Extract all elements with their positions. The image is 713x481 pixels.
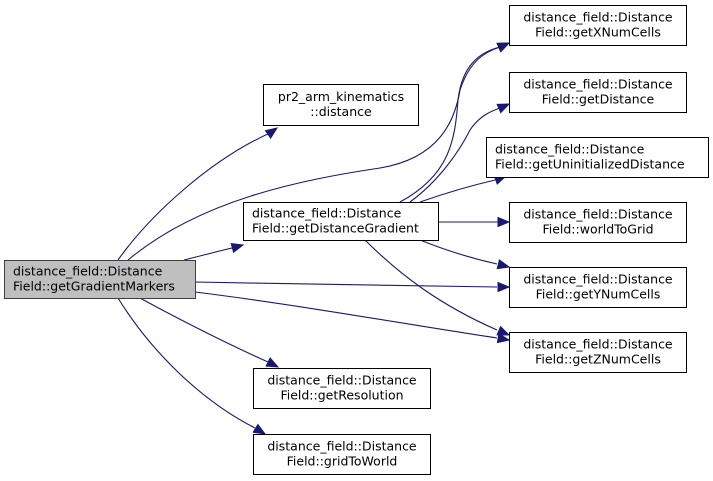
node-label-line: Field::getResolution <box>280 388 403 403</box>
node-box[interactable] <box>509 5 687 46</box>
node-label-line: distance_field::Distance <box>13 264 163 279</box>
node-getResolution[interactable]: distance_field::DistanceField::getResolu… <box>253 368 431 409</box>
node-pr2Distance[interactable]: pr2_arm_kinematics::distance <box>263 84 419 126</box>
node-label-line: Field::getDistance <box>542 92 655 107</box>
edge-line <box>409 107 501 203</box>
node-label-line: pr2_arm_kinematics <box>278 89 404 104</box>
edge-line <box>127 46 501 261</box>
arrowhead-icon <box>496 259 511 270</box>
edge-getGradientMarkers-to-getYNumCells <box>194 281 511 293</box>
node-label-line: distance_field::Distance <box>523 272 673 287</box>
edge-line <box>194 291 498 339</box>
arrowhead-icon <box>496 103 511 114</box>
node-label-line: distance_field::Distance <box>523 207 673 222</box>
node-label-line: distance_field::Distance <box>252 206 402 221</box>
node-getDistance[interactable]: distance_field::DistanceField::getDistan… <box>509 72 687 113</box>
edge-line <box>117 132 271 261</box>
node-box[interactable] <box>253 434 431 475</box>
arrowhead-icon <box>265 357 280 368</box>
edge-getGradientMarkers-to-pr2Distance <box>117 127 279 261</box>
edge-getDistanceGradient-to-getYNumCells <box>419 239 511 270</box>
node-label-line: Field::getGradientMarkers <box>13 279 175 294</box>
node-label-line: Field::worldToGrid <box>542 222 653 237</box>
edge-getGradientMarkers-to-getResolution <box>139 297 280 368</box>
arrowhead-icon <box>230 242 245 254</box>
edge-line <box>117 297 256 429</box>
node-getZNumCells[interactable]: distance_field::DistanceField::getZNumCe… <box>509 332 687 373</box>
node-box[interactable] <box>253 368 431 409</box>
node-getGradientMarkers[interactable]: distance_field::DistanceField::getGradie… <box>4 260 196 299</box>
node-box[interactable] <box>509 202 687 243</box>
node-label-line: Field::getZNumCells <box>535 352 661 367</box>
node-label-line: distance_field::Distance <box>267 439 417 454</box>
arrowhead-icon <box>264 127 279 139</box>
edge-line <box>364 239 498 331</box>
edge-line <box>419 239 498 265</box>
node-label-line: Field::getYNumCells <box>536 287 661 302</box>
arrowhead-icon <box>497 281 511 293</box>
edge-getDistanceGradient-to-getDistance <box>409 103 511 203</box>
edge-getGradientMarkers-to-gridToWorld <box>117 297 267 435</box>
node-getYNumCells[interactable]: distance_field::DistanceField::getYNumCe… <box>509 267 687 308</box>
node-box[interactable] <box>486 137 709 178</box>
node-box[interactable] <box>243 202 439 241</box>
node-label-line: distance_field::Distance <box>523 77 673 92</box>
arrowhead-icon <box>252 423 267 435</box>
edge-getDistanceGradient-to-getXNumCells <box>399 42 511 203</box>
edge-getDistanceGradient-to-getUninitializedDistance <box>419 175 508 203</box>
node-box[interactable] <box>263 84 419 126</box>
arrowhead-icon <box>496 325 511 336</box>
root-node-box[interactable] <box>4 260 196 299</box>
node-label-line: distance_field::Distance <box>495 142 645 157</box>
edge-line <box>183 247 233 261</box>
edge-getDistanceGradient-to-worldToGrid <box>438 216 511 228</box>
node-box[interactable] <box>509 267 687 308</box>
edge-line <box>419 179 496 203</box>
edge-line <box>194 281 498 288</box>
node-label-line: Field::getXNumCells <box>535 25 661 40</box>
node-label-line: Field::gridToWorld <box>287 454 398 469</box>
node-label-line: ::distance <box>310 104 372 119</box>
arrowhead-icon <box>496 332 511 344</box>
arrowhead-icon <box>496 42 511 53</box>
node-getUninitializedDistance[interactable]: distance_field::DistanceField::getUninit… <box>486 137 709 178</box>
node-label-line: distance_field::Distance <box>523 337 673 352</box>
node-label-line: distance_field::Distance <box>523 10 673 25</box>
arrowhead-icon <box>497 216 511 228</box>
node-box[interactable] <box>509 72 687 113</box>
edge-line <box>399 46 501 203</box>
node-label-line: distance_field::Distance <box>267 373 417 388</box>
node-worldToGrid[interactable]: distance_field::DistanceField::worldToGr… <box>509 202 687 243</box>
edge-line <box>139 297 269 363</box>
node-getXNumCells[interactable]: distance_field::DistanceField::getXNumCe… <box>509 5 687 46</box>
node-box[interactable] <box>509 332 687 373</box>
edges-layer <box>117 42 511 435</box>
edge-getGradientMarkers-to-getDistanceGradient <box>183 242 245 261</box>
node-gridToWorld[interactable]: distance_field::DistanceField::gridToWor… <box>253 434 431 475</box>
node-label-line: Field::getUninitializedDistance <box>495 157 685 172</box>
node-label-line: Field::getDistanceGradient <box>252 221 419 236</box>
edge-getDistanceGradient-to-getZNumCells <box>364 239 511 336</box>
edge-getGradientMarkers-to-getZNumCells <box>194 291 511 344</box>
nodes-layer: distance_field::DistanceField::getGradie… <box>4 5 709 475</box>
node-getDistanceGradient[interactable]: distance_field::DistanceField::getDistan… <box>243 202 439 241</box>
